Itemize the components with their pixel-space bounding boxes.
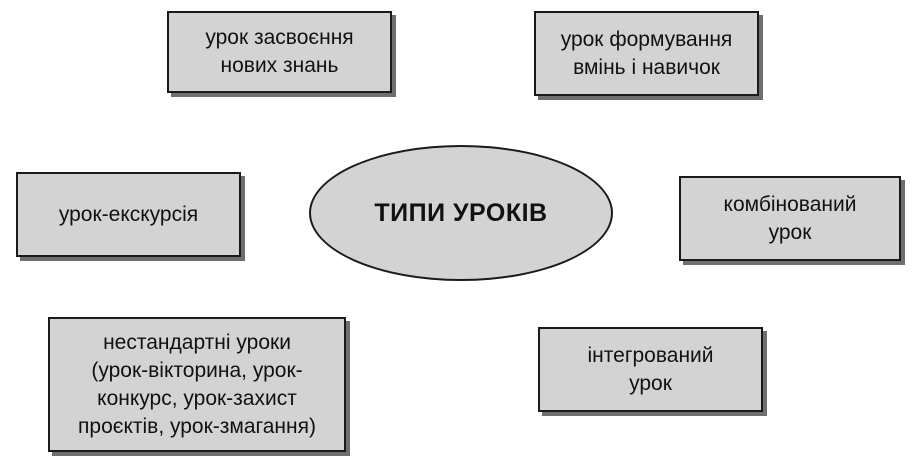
diagram-title: ТИПИ УРОКІВ: [374, 198, 548, 227]
lesson-type-new-knowledge: урок засвоєння нових знань: [167, 11, 392, 93]
lesson-type-integrated: інтегрований урок: [538, 327, 763, 412]
lesson-type-nonstandard: нестандартні уроки (урок-вікторина, урок…: [48, 317, 346, 452]
lesson-type-excursion: урок-екскурсія: [16, 172, 241, 257]
lesson-type-skills-formation: урок формування вмінь і навичок: [534, 11, 759, 96]
center-ellipse: ТИПИ УРОКІВ: [309, 145, 613, 281]
lesson-type-combined: комбінований урок: [679, 176, 901, 261]
